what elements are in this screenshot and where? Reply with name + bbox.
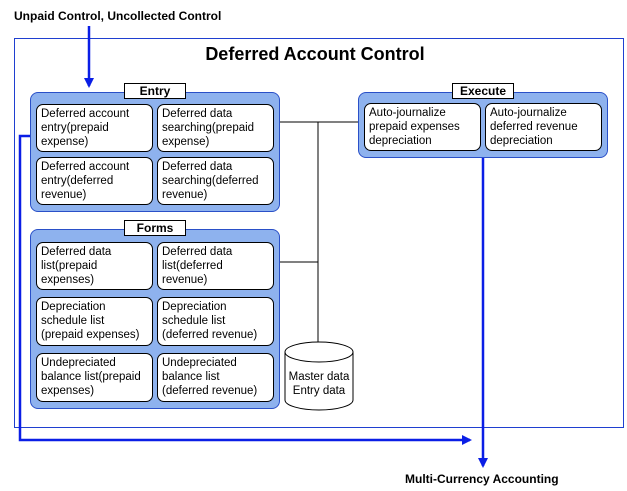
execute-item-deferred-auto-journalize[interactable]: Auto-journalize deferred revenue depreci… (485, 103, 602, 151)
entry-item-prepaid-account-entry[interactable]: Deferred account entry(prepaid expense) (36, 104, 153, 152)
database-label: Master data Entry data (284, 370, 354, 398)
input-label: Unpaid Control, Uncollected Control (14, 9, 222, 23)
forms-item-deferred-undepreciated-balance[interactable]: Undepreciated balance list (deferred rev… (157, 353, 274, 402)
database-master-data-label: Master data (288, 371, 350, 383)
forms-header: Forms (124, 220, 186, 236)
forms-item-prepaid-data-list[interactable]: Deferred data list(prepaid expenses) (36, 242, 153, 290)
deferred-account-control-frame (14, 38, 624, 428)
forms-item-deferred-depreciation-schedule[interactable]: Depreciation schedule list (deferred rev… (157, 297, 274, 346)
execute-header: Execute (452, 83, 514, 99)
entry-item-deferred-data-searching[interactable]: Deferred data searching(deferred revenue… (157, 157, 274, 205)
output-label: Multi-Currency Accounting (405, 472, 559, 486)
forms-item-prepaid-depreciation-schedule[interactable]: Depreciation schedule list (prepaid expe… (36, 297, 153, 346)
diagram-title: Deferred Account Control (205, 44, 425, 64)
database-entry-data-label: Entry data (292, 385, 346, 397)
entry-item-prepaid-data-searching[interactable]: Deferred data searching(prepaid expense) (157, 104, 274, 152)
forms-item-deferred-data-list[interactable]: Deferred data list(deferred revenue) (157, 242, 274, 290)
execute-item-prepaid-auto-journalize[interactable]: Auto-journalize prepaid expenses depreci… (364, 103, 481, 151)
entry-item-deferred-account-entry[interactable]: Deferred account entry(deferred revenue) (36, 157, 153, 205)
forms-item-prepaid-undepreciated-balance[interactable]: Undepreciated balance list(prepaid expen… (36, 353, 153, 402)
entry-header: Entry (124, 83, 186, 99)
entry-output-arrow (18, 134, 472, 445)
